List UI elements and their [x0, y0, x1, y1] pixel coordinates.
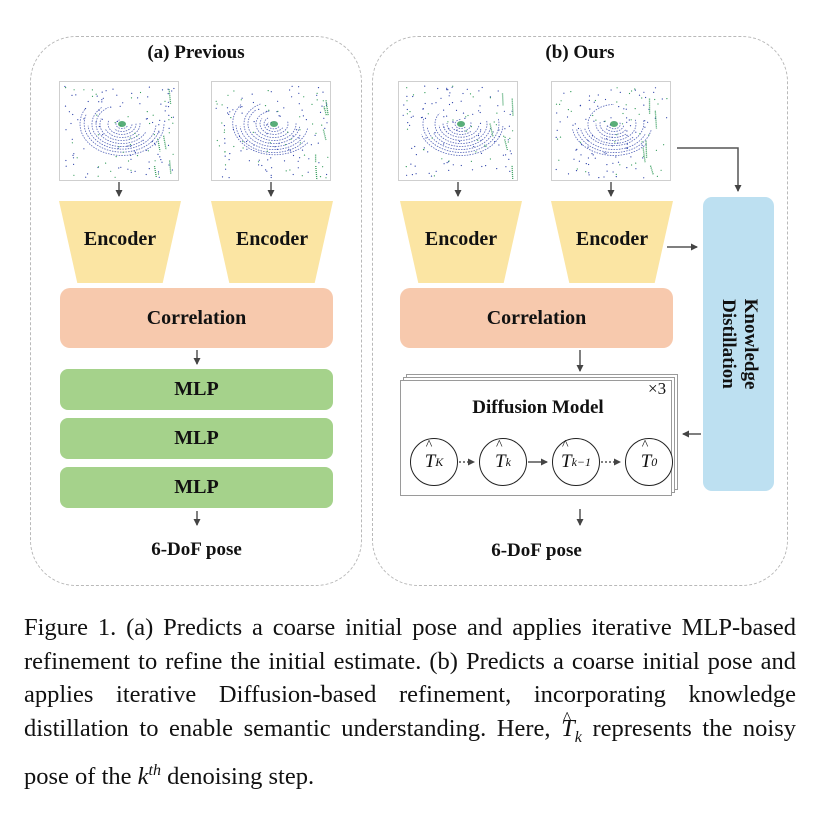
- panel-ours: [372, 36, 788, 586]
- panel-previous: [30, 36, 362, 586]
- encoder-block: Encoder: [211, 201, 333, 283]
- repeat-marker: ×3: [648, 379, 667, 398]
- figure-caption: Figure 1. (a) Predicts a coarse initial …: [24, 611, 796, 794]
- mlp-block: MLP: [60, 418, 333, 459]
- mlp-block: MLP: [60, 369, 333, 410]
- pose-node-0: T0: [625, 438, 673, 486]
- output-pose-label: 6-DoF pose: [151, 539, 242, 560]
- point-cloud-scan: [59, 81, 179, 181]
- encoder-block: Encoder: [400, 201, 522, 283]
- arrow: [677, 147, 742, 192]
- correlation-block: Correlation: [60, 288, 333, 348]
- mlp-block: MLP: [60, 467, 333, 508]
- panel-previous-title: (a) Previous: [147, 42, 245, 63]
- pose-node-k: Tk: [479, 438, 527, 486]
- encoder-block: Encoder: [551, 201, 673, 283]
- panel-ours-title: (b) Ours: [545, 42, 615, 63]
- encoder-block: Encoder: [59, 201, 181, 283]
- caption-symbol: T: [561, 715, 575, 742]
- point-cloud-scan: [551, 81, 671, 181]
- arrow-layer: [115, 147, 742, 526]
- pose-node-k-minus-1: Tk−1: [552, 438, 600, 486]
- diffusion-model-title: Diffusion Model: [472, 397, 604, 418]
- point-cloud-scan: [211, 81, 331, 181]
- pose-node-K: TK: [410, 438, 458, 486]
- correlation-block: Correlation: [400, 288, 673, 348]
- output-pose-label: 6-DoF pose: [491, 540, 582, 561]
- point-cloud-scan: [398, 81, 518, 181]
